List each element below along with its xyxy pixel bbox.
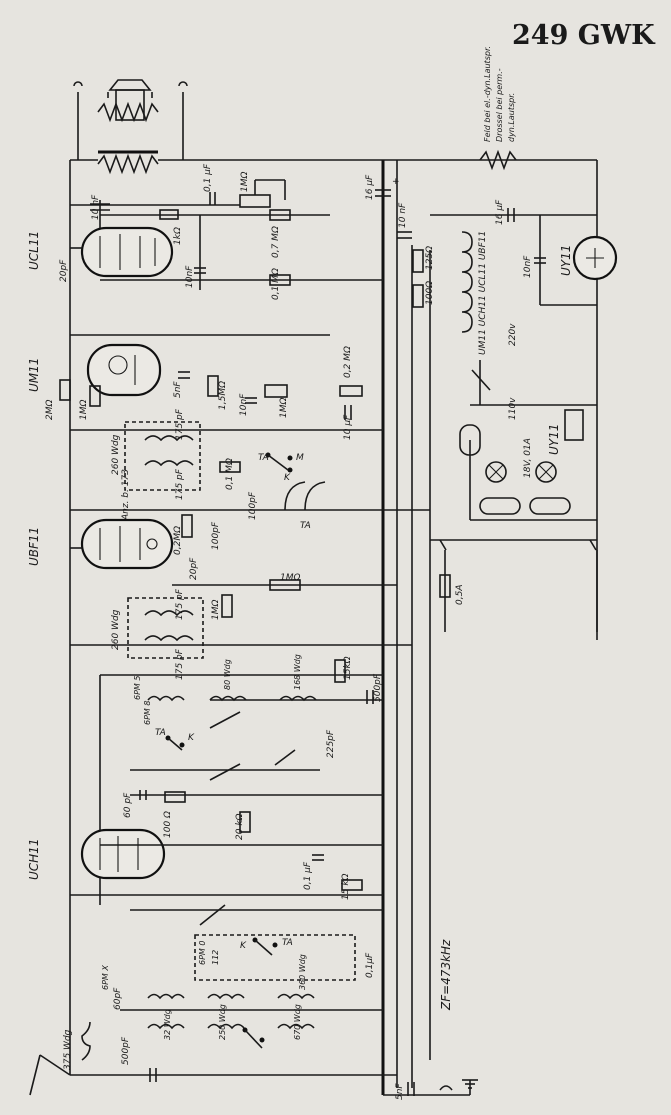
label-r-15k: 15kΩ [343, 656, 353, 680]
label-220v: 220v [508, 323, 518, 346]
antenna-section: 6PM 0 112 K TA 0,1μF 6PM X 60pF 360 Wdg … [29, 904, 478, 1100]
label-110v: 110v [508, 397, 518, 420]
label-r-100: 100Ω [425, 281, 435, 305]
ucl11-stage: UCL11 10 nF 20pF 1kΩ 10nF 0,1 μF 1MΩ 0,7… [27, 163, 435, 308]
um11-stage: UM11 2MΩ 1MΩ 5nF 1,5MΩ 10nF 1MΩ 0,2 MΩ 1… [27, 334, 383, 440]
label-c-01uf: 0,1 μF [203, 163, 213, 192]
label-pot-1m-b: 1MΩ [279, 398, 289, 418]
heater-chain-label: UM11 UCH11 UCL11 UBF11 [478, 231, 488, 355]
output-transformer [70, 101, 597, 175]
label-ant-6pm-x: 6PM X [101, 965, 110, 990]
tube-label-uy11: UY11 [559, 245, 573, 276]
loudspeaker [73, 79, 188, 160]
label-ant-k: K [240, 941, 247, 951]
label-ant-6pm: 6PM 0 [198, 941, 207, 965]
label-c-10nf-c: 10 nF [398, 202, 408, 228]
rectifier-section: 16 μF UY11 10nF UM11 UCH11 UCL11 UBF11 2… [430, 199, 618, 632]
label-r-02m-b: 0,2MΩ [173, 526, 183, 555]
speaker-note-2: Drossel bei perm.- [495, 68, 504, 142]
label-ant-32: 32 Wdg [163, 1009, 172, 1040]
label-ant-375: 375 Wdg [63, 1029, 73, 1070]
label-c-500pf: 500pF [373, 673, 383, 702]
label-r-1m-b: 1MΩ [280, 573, 300, 583]
if-frequency-label: ZF=473kHz [439, 939, 453, 1011]
label-osc-6pm8: 6PM 8 [143, 701, 152, 725]
label-c-20pf-a: 20pF [59, 259, 69, 282]
label-ant-500pf: 500pF [121, 1036, 131, 1065]
if-filter-2: 260 Wdg 175 pF 1MΩ 175 pF [70, 588, 412, 680]
label-c-10nf-b: 10nF [185, 265, 195, 288]
label-r-125: 125Ω [425, 246, 435, 270]
label-osc-80: 80 Wdg [223, 659, 232, 690]
label-r-07m: 0,7 MΩ [271, 226, 281, 258]
label-r-01m: 0,1 MΩ [271, 268, 281, 300]
label-ta-socket: TA [300, 521, 311, 531]
tube-label-uch11: UCH11 [27, 839, 41, 880]
label-c-16uf-b: 16 μF [495, 199, 505, 225]
label-c-100pf-b: 100pF [248, 491, 258, 520]
label-ant-ta: TA [282, 938, 293, 948]
ubf11-stage: 260 Wdg 175 pF Anz. b. 173 175 pF 0,1 MΩ… [27, 408, 430, 591]
label-c-175-d: 175 pF [175, 648, 185, 680]
field-coil: Feld bei el.-dyn.Lautspr. Drossel bei pe… [479, 46, 517, 171]
label-osc-6pm5: 6PM 5 [133, 676, 142, 700]
tube-label-ubf11: UBF11 [27, 527, 41, 566]
uch11-stage: 60 pF 100 Ω 20 kΩ UCH11 0,1 μF 15 kΩ [27, 790, 383, 900]
label-c-175-b: 175 pF [175, 468, 185, 500]
label-pot-1m: 1MΩ [240, 172, 250, 192]
label-osc-ta: TA [155, 728, 166, 738]
label-c-16uf-a: 16 μF [365, 174, 375, 200]
label-r-1m-c: 1MΩ [211, 600, 221, 620]
label-ant-60pf: 60pF [113, 987, 123, 1010]
label-ant-250: 250 Wdg [218, 1004, 227, 1040]
label-ant-360: 360 Wdg [298, 954, 307, 990]
label-sw-ta: TA [258, 453, 269, 463]
label-c-01uf-b: 0,1 μF [303, 861, 313, 890]
label-c-225pf: 225pF [326, 729, 336, 758]
label-r-15k-b: 15 kΩ [341, 873, 351, 900]
label-ant-670: 670 Wdg [293, 1004, 302, 1040]
label-c-20pf-b: 20pF [189, 557, 199, 580]
label-c-10uf: 10 μF [343, 414, 353, 440]
label-c-175-c: 175 pF [175, 588, 185, 620]
label-c-100pf-a: 100pF [211, 521, 221, 550]
label-ant-5nf: 5nF [395, 1083, 405, 1100]
label-osc-168: 168 Wdg [293, 654, 302, 690]
label-r-15m: 1,5MΩ [218, 381, 228, 410]
label-pilot-lamp: 18V, 01A [523, 438, 533, 478]
speaker-note-3: dyn.Lautspr. [507, 93, 516, 142]
tube-label-ucl11: UCL11 [27, 231, 41, 270]
label-r-01m-b: 0,1 MΩ [225, 458, 235, 490]
label-sw-k: K [284, 473, 291, 483]
main-bus-lines [69, 160, 598, 1095]
label-c-10nf-a: 10 nF [91, 194, 101, 220]
label-sw-m: M [296, 453, 304, 463]
label-r-1m-a: 1MΩ [79, 400, 89, 420]
label-anz: Anz. b. 173 [121, 469, 131, 521]
speaker-note-1: Feld bei el.-dyn.Lautspr. [483, 46, 492, 142]
label-r-2m: 2MΩ [45, 400, 55, 420]
label-c-175-a: 175 pF [175, 408, 185, 440]
tube-label-um11: UM11 [27, 358, 41, 392]
label-fuse: 0,5A [455, 585, 465, 605]
label-if2-windings: 260 Wdg [111, 609, 121, 650]
label-c-10nf-d: 10nF [523, 255, 533, 278]
svg-text:+: + [392, 177, 400, 187]
label-c-01uf-c: 0,1μF [365, 952, 375, 978]
tube-label-uy11-heater: UY11 [547, 424, 561, 455]
label-c-60pf: 60 pF [123, 792, 133, 818]
oscillator-section: 6PM 5 6PM 8 80 Wdg 168 Wdg 15kΩ 500pF 22… [99, 654, 383, 905]
label-c-10nf-e: 10nF [239, 393, 249, 416]
model-title: 249 GWK [512, 20, 656, 51]
label-ant-112: 112 [211, 950, 220, 965]
label-if1-windings: 260 Wdg [111, 434, 121, 475]
label-r-02m: 0,2 MΩ [343, 346, 353, 378]
label-r-1k: 1kΩ [173, 227, 183, 245]
label-r-20k: 20 kΩ [235, 813, 245, 840]
label-osc-k: K [188, 733, 195, 743]
label-c-5nf: 5nF [173, 381, 183, 398]
label-r-100b: 100 Ω [163, 811, 173, 838]
